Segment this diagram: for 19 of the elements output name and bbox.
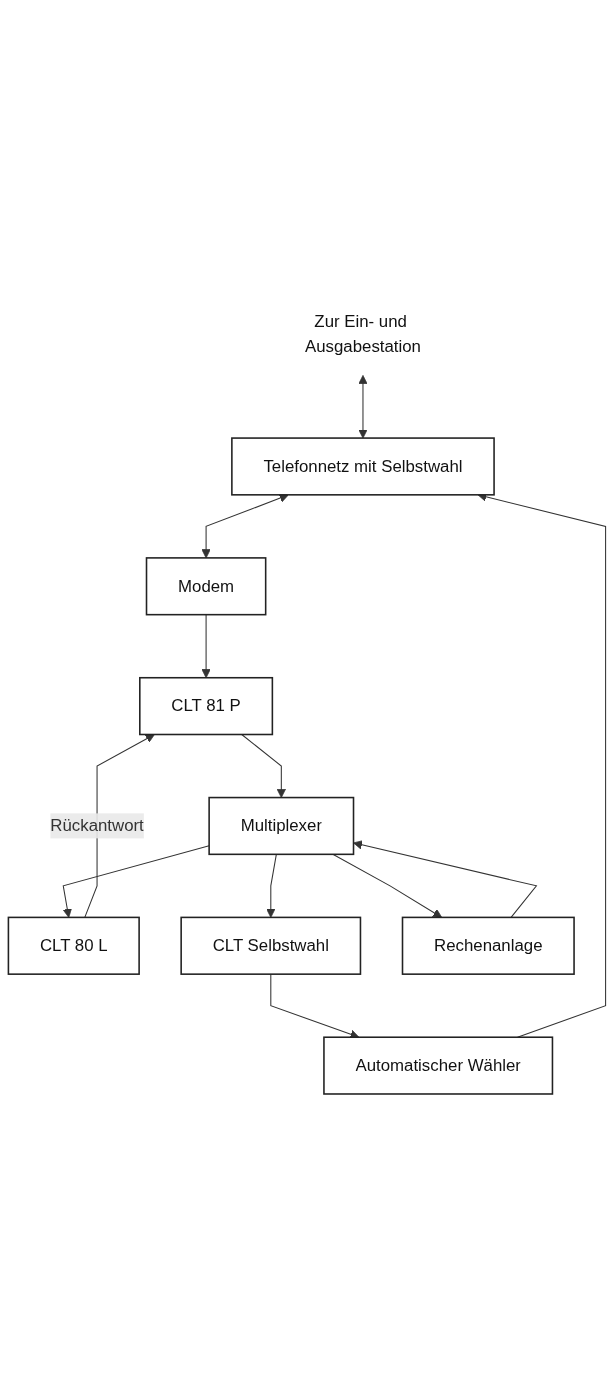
arrow: [241, 733, 286, 798]
node-box: Modem: [145, 557, 267, 616]
arrow: [201, 614, 211, 679]
arrow: [270, 973, 360, 1039]
arrow: [201, 493, 289, 559]
node-box: Rechenanlage: [401, 916, 575, 975]
arrow: [266, 853, 277, 918]
node-box: CLT 80 L: [7, 916, 140, 975]
node-text: Zur Ein- und Ausgabestation: [304, 311, 421, 356]
node-box: CLT 81 P: [139, 676, 274, 736]
arrow: [62, 845, 210, 918]
arrow: [332, 853, 443, 918]
node-box: CLT Selbstwahl: [180, 916, 362, 975]
node-box: Telefonnetz mit Selbstwahl: [231, 437, 495, 496]
arrow: [358, 375, 368, 439]
arrow: [353, 840, 538, 918]
node-box: Multiplexer: [208, 796, 355, 856]
node-box: Automatischer Wähler: [323, 1036, 554, 1095]
edge-label: Rückantwort: [50, 816, 144, 835]
